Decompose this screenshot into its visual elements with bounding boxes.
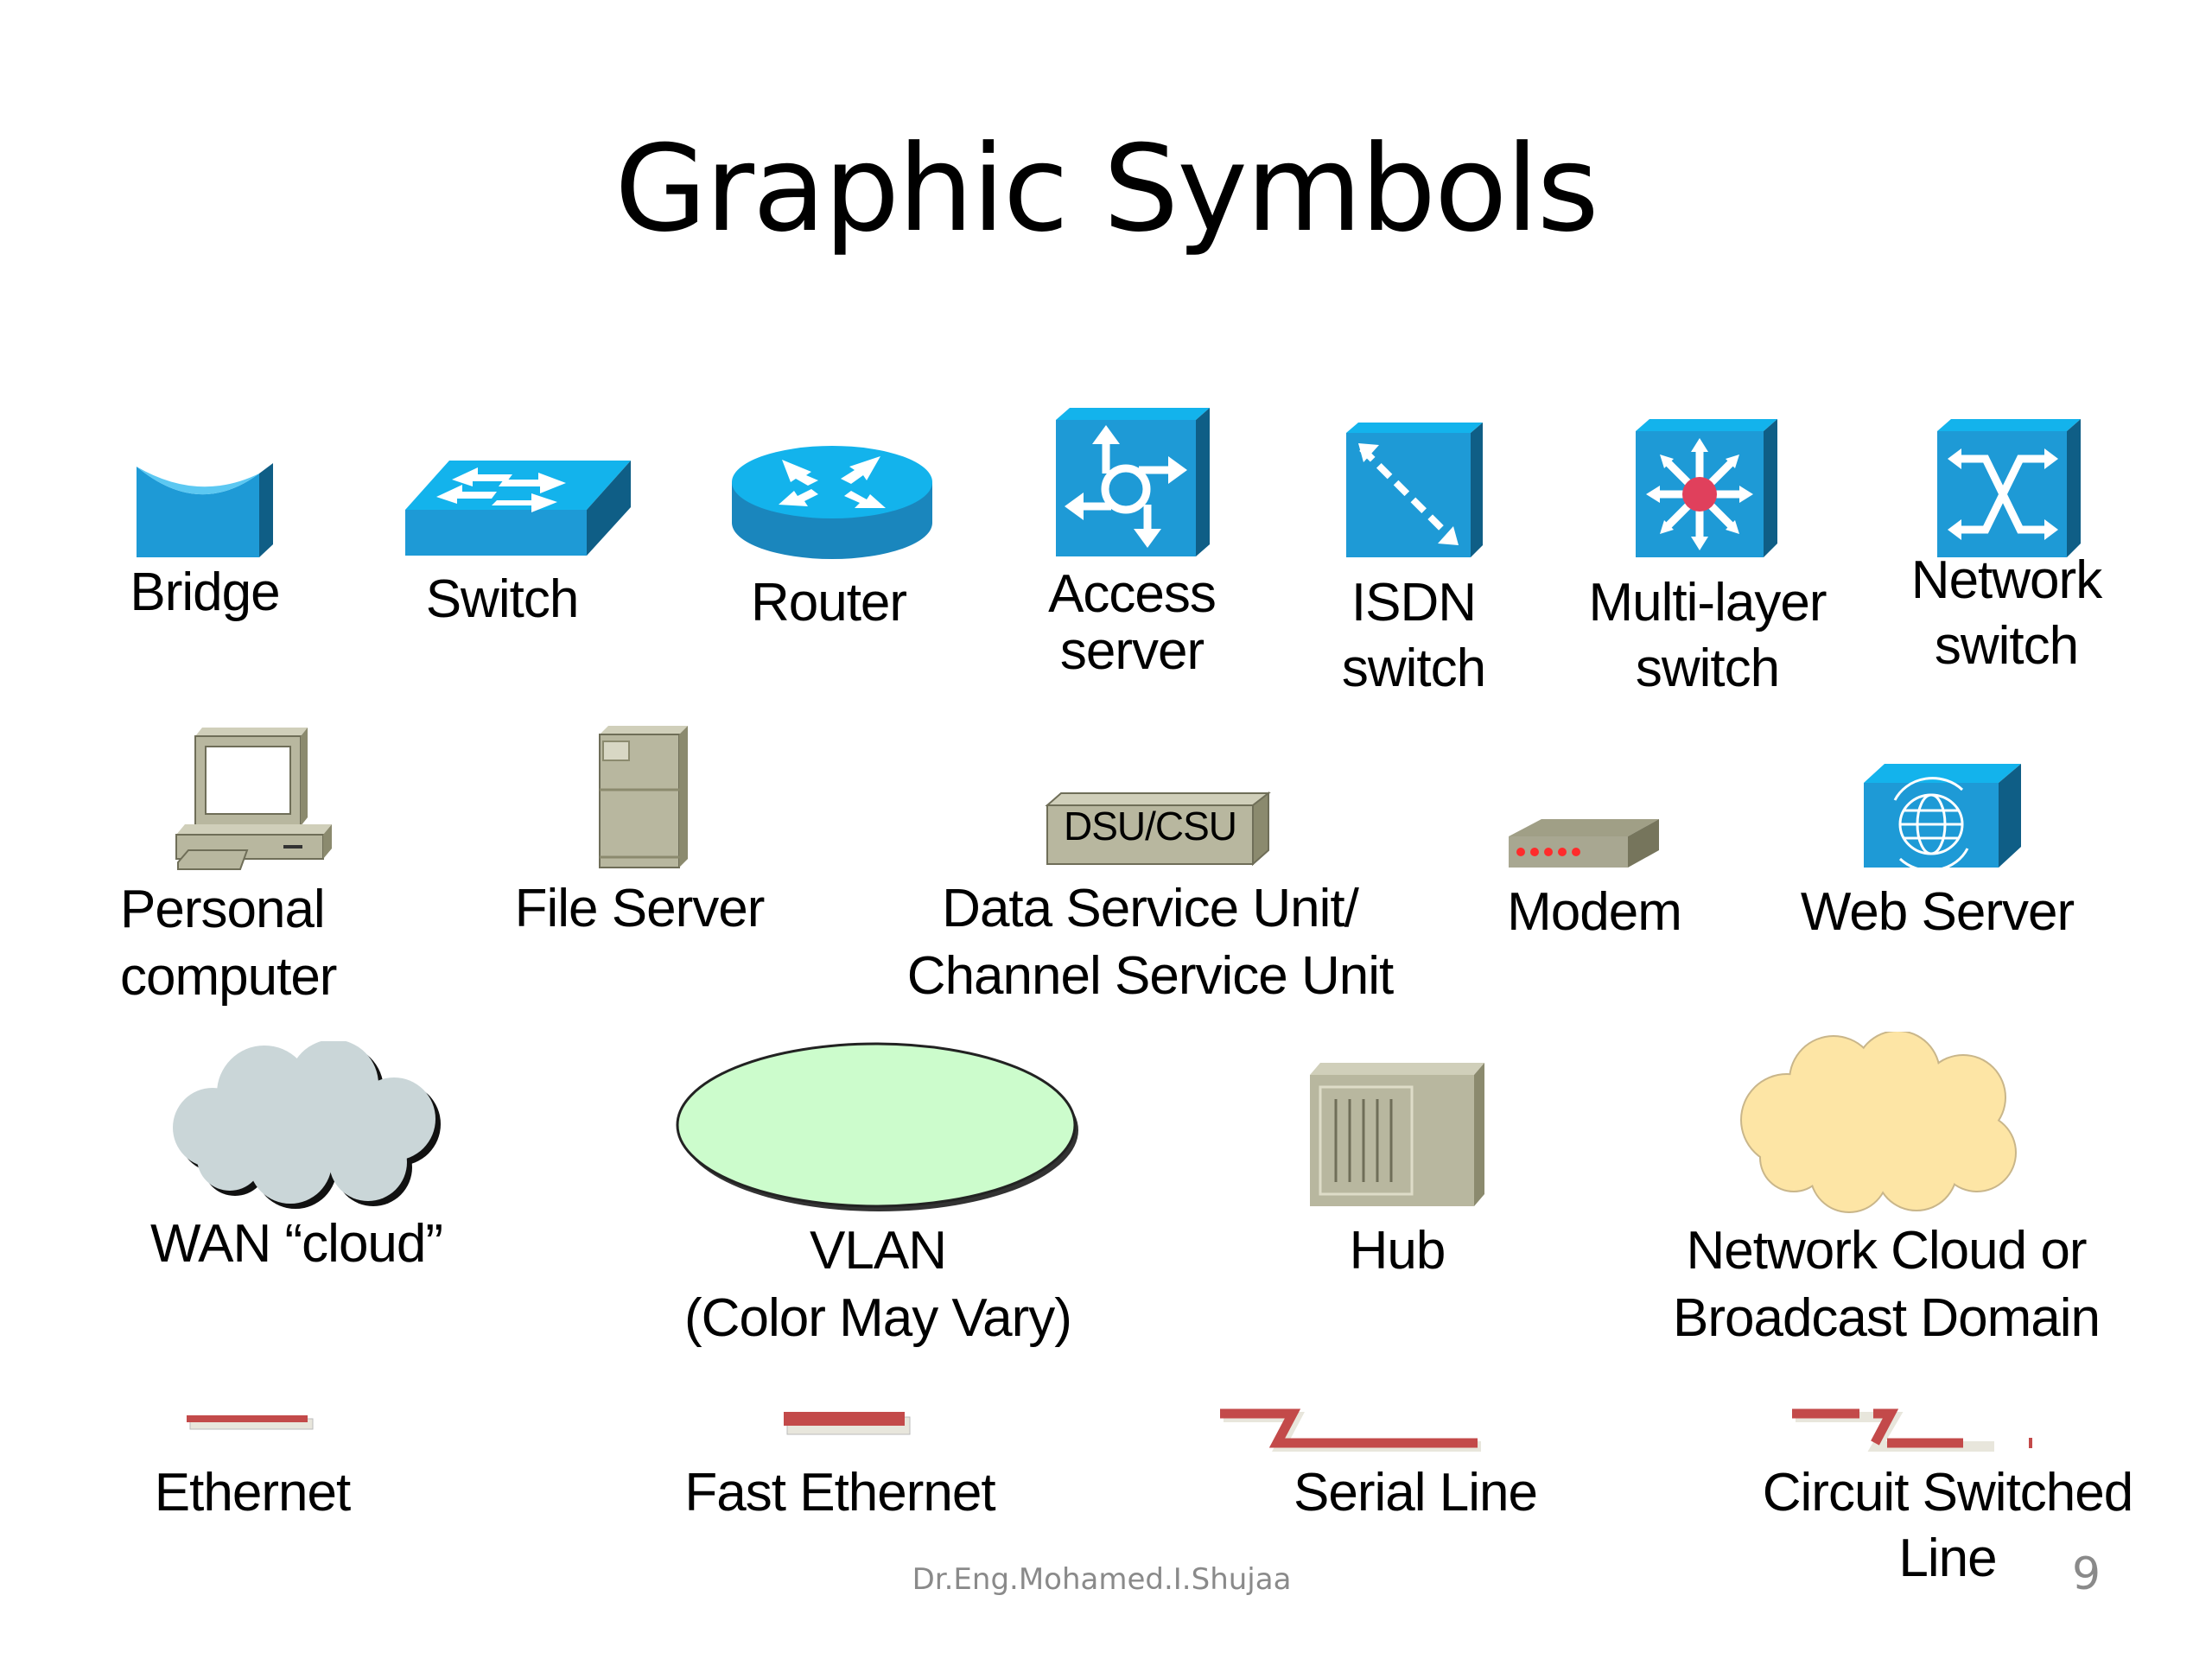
- network-switch-icon: [1937, 419, 2081, 557]
- access-server-label-line2: server: [1059, 621, 1205, 681]
- network-cloud-label-line1: Network Cloud or: [1686, 1221, 2088, 1281]
- bridge-icon: [137, 463, 273, 557]
- file-server-icon: [599, 726, 688, 868]
- access-server-icon: [1056, 408, 1210, 556]
- multilayer-switch-icon: [1636, 419, 1777, 557]
- dsu-csu-label-line2: Channel Service Unit: [906, 946, 1394, 1006]
- dsu-csu-label-line1: Data Service Unit/: [942, 879, 1359, 938]
- web-server-label: Web Server: [1800, 882, 2075, 942]
- serial-line-icon: [1220, 1408, 1481, 1452]
- hub-icon: [1310, 1063, 1484, 1206]
- multilayer-switch-label-line2: switch: [1635, 639, 1780, 698]
- vlan-label-line1: VLAN: [810, 1221, 947, 1281]
- network-switch-label-line1: Network: [1910, 550, 2102, 610]
- wan-cloud-label: WAN “cloud”: [149, 1214, 443, 1274]
- ethernet-line-icon: [187, 1415, 314, 1430]
- circuit-switched-line-label-line2: Line: [1898, 1529, 1997, 1588]
- router-icon: [732, 446, 932, 559]
- ethernet-label: Ethernet: [154, 1463, 351, 1522]
- file-server-label: File Server: [514, 879, 766, 938]
- slide-title: Graphic Symbols: [614, 119, 1599, 258]
- personal-computer-label-line2: computer: [120, 947, 337, 1007]
- vlan-label-line2: (Color May Vary): [684, 1288, 1072, 1348]
- serial-line-label: Serial Line: [1294, 1463, 1538, 1522]
- hub-label: Hub: [1349, 1221, 1446, 1281]
- isdn-switch-label-line2: switch: [1341, 639, 1486, 698]
- network-cloud-icon: [1740, 1032, 2017, 1213]
- wan-cloud-icon: [173, 1041, 441, 1209]
- modem-label: Modem: [1507, 882, 1682, 942]
- personal-computer-label-line1: Personal: [120, 880, 326, 939]
- switch-icon: [405, 461, 631, 556]
- circuit-switched-line-label-line1: Circuit Switched: [1762, 1463, 2133, 1522]
- router-label: Router: [750, 573, 907, 632]
- multilayer-switch-label-line1: Multi-layer: [1588, 573, 1827, 632]
- slide-footer: Dr.Eng.Mohamed.I.Shujaa: [912, 1562, 1292, 1597]
- access-server-label-line1: Access: [1048, 564, 1217, 624]
- circuit-switched-line-icon: [1792, 1408, 2032, 1452]
- personal-computer-icon: [175, 728, 332, 870]
- dsu-csu-icon: [1045, 791, 1271, 867]
- modem-icon: [1509, 819, 1659, 868]
- web-server-icon: [1864, 764, 2021, 871]
- vlan-icon: [676, 1042, 1078, 1211]
- network-switch-label-line2: switch: [1934, 616, 2079, 676]
- dsu-csu-device-text: DSU/CSU: [1063, 804, 1237, 849]
- switch-label: Switch: [425, 569, 580, 629]
- network-cloud-label-line2: Broadcast Domain: [1672, 1288, 2101, 1348]
- isdn-switch-label-line1: ISDN: [1351, 573, 1477, 632]
- fast-ethernet-line-icon: [784, 1412, 911, 1435]
- page-number: 9: [2072, 1548, 2101, 1600]
- isdn-switch-icon: [1346, 423, 1483, 557]
- bridge-label: Bridge: [130, 563, 280, 622]
- fast-ethernet-label: Fast Ethernet: [684, 1463, 995, 1522]
